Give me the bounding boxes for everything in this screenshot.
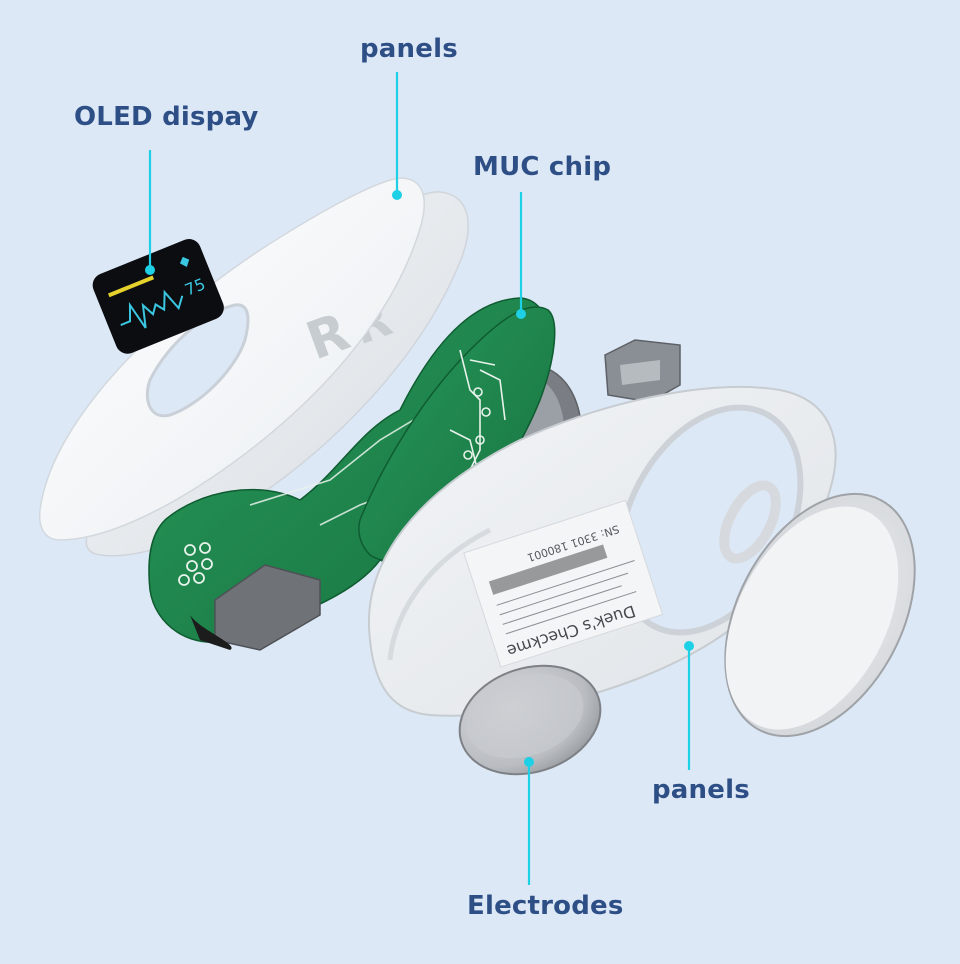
usb-connector [604, 339, 681, 403]
top-panel-front: R 75 [38, 177, 425, 541]
oled-display-screen: 75 [92, 239, 224, 354]
case-label-sticker: SN: 3301 180001 Duek's Checkme [463, 499, 664, 668]
label-panels-bottom: panels [652, 775, 750, 805]
label-muc-chip: MUC chip [473, 152, 612, 182]
leader-dot-oled [145, 265, 155, 275]
mcu-board-front [358, 306, 556, 563]
label-electrodes: Electrodes [467, 891, 624, 921]
electrode-disc [458, 664, 602, 776]
leader-dot-muc [516, 309, 526, 319]
device-case: SN: 3301 180001 Duek's Checkme [367, 386, 837, 717]
label-oled-display: OLED dispay [74, 102, 259, 132]
leader-lines [145, 72, 694, 885]
leader-dot-electrodes [524, 757, 534, 767]
leader-dot-panels-top [392, 190, 402, 200]
right-back-panel [724, 492, 916, 738]
label-panels-top: panels [360, 34, 458, 64]
leader-dot-panels-bottom [684, 641, 694, 651]
